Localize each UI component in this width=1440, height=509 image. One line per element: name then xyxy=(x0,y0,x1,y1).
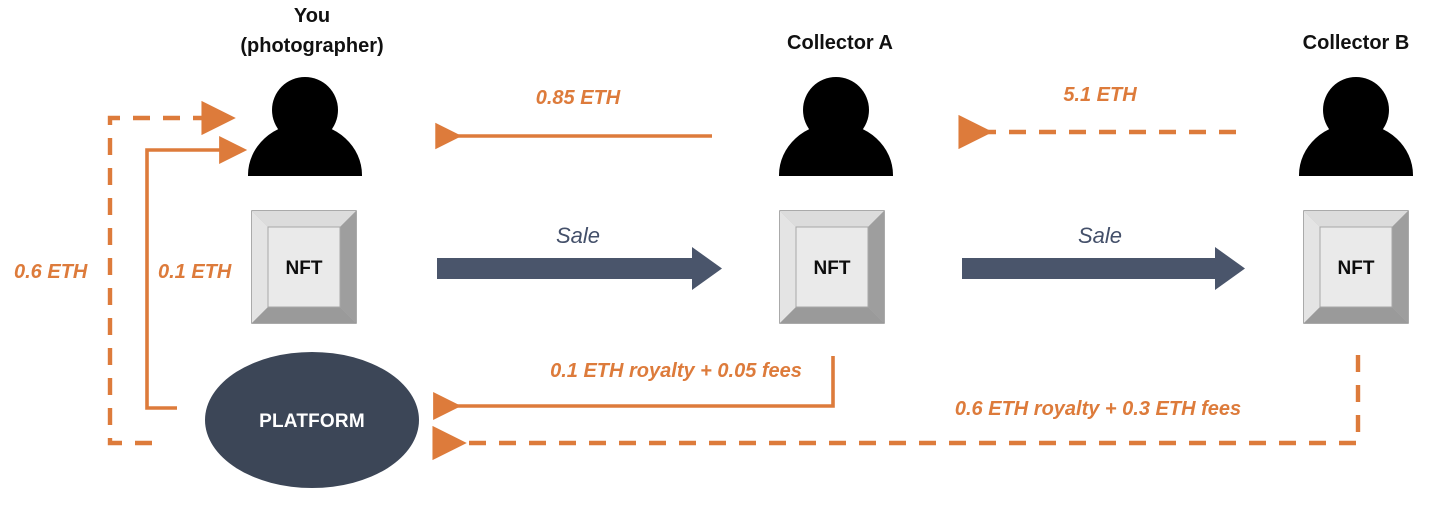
platform-node: PLATFORM xyxy=(205,352,419,488)
nft-label-collector-b: NFT xyxy=(1338,258,1375,279)
nft-label-you: NFT xyxy=(286,258,323,279)
actor-title-collector-a: Collector A xyxy=(787,32,893,54)
nft-frame-you: NFT xyxy=(251,210,357,324)
flow-payment-b-to-a: 5.1 ETH xyxy=(958,84,1236,150)
flow-label-0-1-eth: 0.1 ETH xyxy=(158,261,232,283)
person-icon-you xyxy=(248,77,362,176)
actor-title-you-line1: You xyxy=(294,5,330,27)
flow-payout-first: 0.1 ETH xyxy=(145,135,248,410)
flow-label-sale-1: Sale xyxy=(556,223,600,248)
flow-label-0-6-eth: 0.6 ETH xyxy=(14,261,88,283)
person-icon-collector-a xyxy=(779,77,893,176)
flow-label-0-85-eth: 0.85 ETH xyxy=(536,87,621,109)
nft-label-collector-a: NFT xyxy=(814,258,851,279)
flow-royalty-second-sale: 0.6 ETH royalty + 0.3 ETH fees xyxy=(432,355,1361,461)
flow-label-5-1-eth: 5.1 ETH xyxy=(1063,84,1137,106)
flow-sale-you-to-a: Sale xyxy=(437,223,722,290)
flow-label-royalty-first: 0.1 ETH royalty + 0.05 fees xyxy=(550,360,802,382)
nft-frame-collector-b: NFT xyxy=(1303,210,1409,324)
flow-label-sale-2: Sale xyxy=(1078,223,1122,248)
actor-title-you-line2: (photographer) xyxy=(240,35,383,57)
flow-sale-a-to-b: Sale xyxy=(962,223,1245,290)
actor-title-collector-b: Collector B xyxy=(1303,32,1410,54)
nft-frame-collector-a: NFT xyxy=(779,210,885,324)
flow-royalty-first-sale: 0.1 ETH royalty + 0.05 fees xyxy=(433,356,835,421)
person-icon-collector-b xyxy=(1299,77,1413,176)
flow-label-royalty-second: 0.6 ETH royalty + 0.3 ETH fees xyxy=(955,398,1241,420)
platform-label: PLATFORM xyxy=(259,411,365,432)
flow-payment-a-to-you: 0.85 ETH xyxy=(435,87,712,150)
flow-payout-second: 0.6 ETH xyxy=(14,100,236,446)
